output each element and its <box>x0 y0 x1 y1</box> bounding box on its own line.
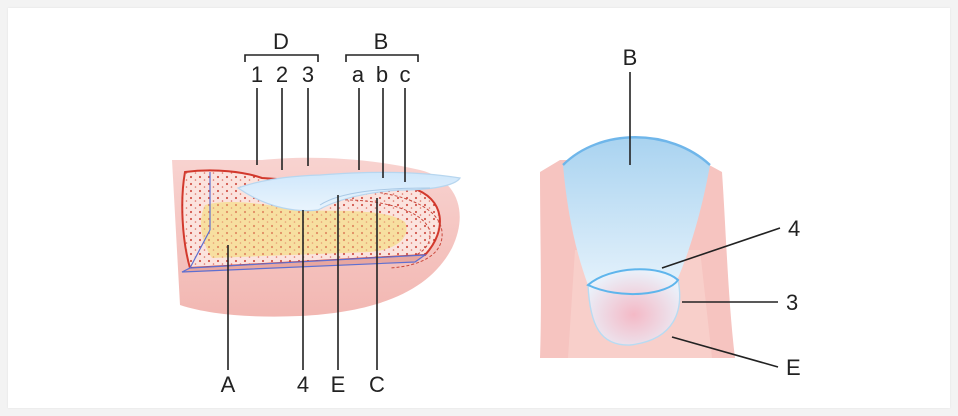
right-fingertip <box>540 137 735 358</box>
label-b: b <box>376 62 388 87</box>
bracket-d: D 1 2 3 <box>245 29 318 170</box>
label-4-left: 4 <box>297 372 309 397</box>
label-3: 3 <box>302 62 314 87</box>
left-finger-section <box>172 158 460 317</box>
label-B-right: B <box>623 45 638 70</box>
label-1: 1 <box>251 62 263 87</box>
label-E-left: E <box>331 372 346 397</box>
label-c: c <box>400 62 411 87</box>
label-a: a <box>352 62 365 87</box>
label-E-right: E <box>786 355 801 380</box>
label-A: A <box>221 372 236 397</box>
label-C: C <box>369 372 385 397</box>
bracket-b-title: B <box>374 29 389 54</box>
bracket-d-title: D <box>273 29 289 54</box>
label-3-right: 3 <box>786 290 798 315</box>
bracket-b: B a b c <box>346 29 418 182</box>
label-2: 2 <box>276 62 288 87</box>
label-4-right: 4 <box>788 216 800 241</box>
